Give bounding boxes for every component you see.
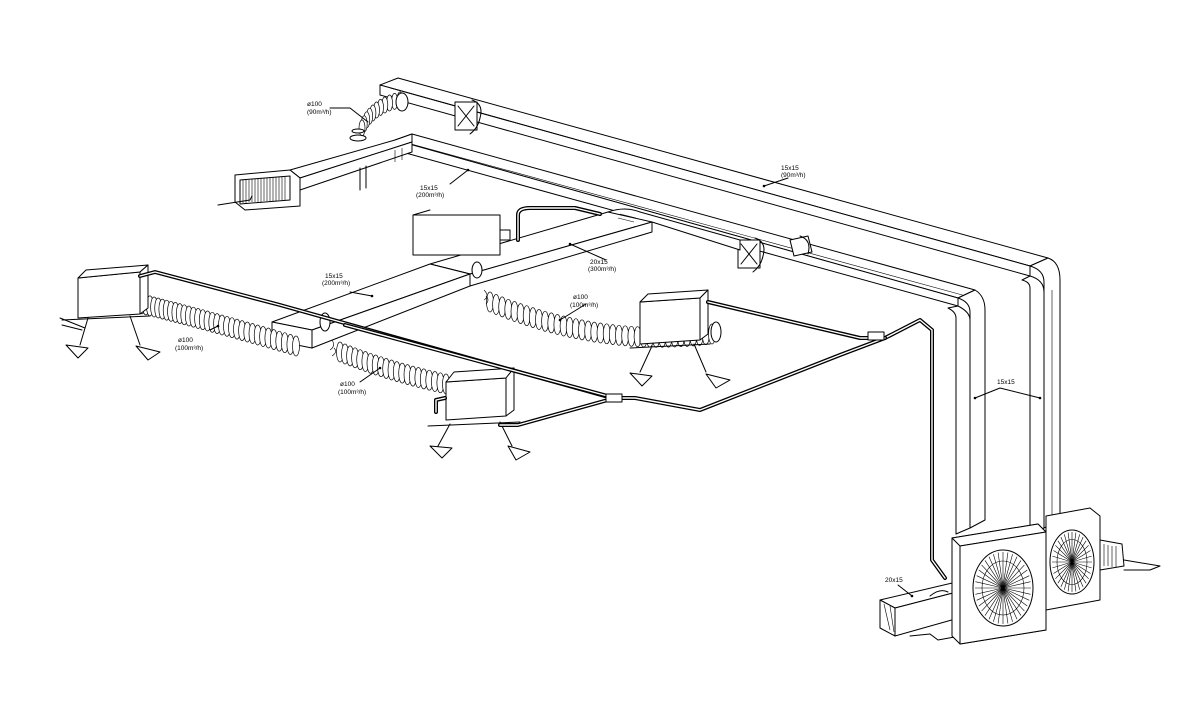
damper-return-mid xyxy=(789,235,813,257)
duct-box-upper xyxy=(412,209,511,256)
diffuser-box-bottom xyxy=(427,367,531,461)
fan-unit-rear xyxy=(1045,507,1161,611)
label-flex-center: ø100 (100m³/h) xyxy=(570,294,598,309)
label-flex-center-size: ø100 xyxy=(573,294,588,301)
label-flex-top-flow: (90m³/h) xyxy=(307,109,332,116)
label-flex-bottom-size: ø100 xyxy=(340,381,355,388)
damper-return-top xyxy=(454,99,482,135)
label-return-trunk-flow: (90m³/h) xyxy=(781,172,806,179)
damper-supply-mid xyxy=(737,237,765,273)
label-flex-bottom-flow: (100m³/h) xyxy=(338,389,366,396)
label-left-branch: 15x15 (200m³/h) xyxy=(322,273,350,287)
label-base-duct: 20x15 xyxy=(885,577,903,584)
label-return-trunk: 15x15 (90m³/h) xyxy=(781,165,806,179)
return-trunk-duct xyxy=(379,77,1049,277)
label-flex-left-flow: (100m³/h) xyxy=(175,345,203,352)
supply-branch-to-grille xyxy=(289,133,413,207)
label-riser: 15x15 xyxy=(997,379,1015,386)
flex-duct-bottom xyxy=(319,312,450,395)
supply-grille xyxy=(217,169,301,211)
label-flex-center-flow: (100m³/h) xyxy=(570,302,598,309)
label-supply-branch: 15x15 (200m³/h) xyxy=(416,185,444,199)
condensate-drain-pipes xyxy=(138,206,947,580)
label-main-tee-size: 20x15 xyxy=(590,259,608,266)
label-left-branch-size: 15x15 xyxy=(325,273,343,280)
label-supply-branch-size: 15x15 xyxy=(420,185,438,192)
label-left-branch-flow: (200m³/h) xyxy=(322,280,350,287)
label-flex-top-size: ø100 xyxy=(307,101,322,108)
diffuser-box-center xyxy=(629,289,731,389)
label-flex-bottom: ø100 (100m³/h) xyxy=(338,381,366,396)
label-flex-left: ø100 (100m³/h) xyxy=(175,337,203,352)
label-main-tee-flow: (300m³/h) xyxy=(588,266,616,273)
label-riser-size: 15x15 xyxy=(997,379,1015,386)
fan-unit-front xyxy=(951,523,1047,645)
flex-duct-top xyxy=(349,91,409,142)
leader-lines xyxy=(209,107,1042,598)
label-flex-left-size: ø100 xyxy=(178,337,193,344)
label-flex-top: ø100 (90m³/h) xyxy=(307,101,332,116)
label-supply-branch-flow: (200m³/h) xyxy=(416,192,444,199)
supply-riser-duct xyxy=(947,289,986,535)
label-return-trunk-size: 15x15 xyxy=(781,165,799,172)
label-base-duct-size: 20x15 xyxy=(885,577,903,584)
label-main-tee: 20x15 (300m³/h) xyxy=(588,259,616,273)
left-branch-duct xyxy=(271,263,471,349)
return-riser-duct xyxy=(1021,257,1061,535)
